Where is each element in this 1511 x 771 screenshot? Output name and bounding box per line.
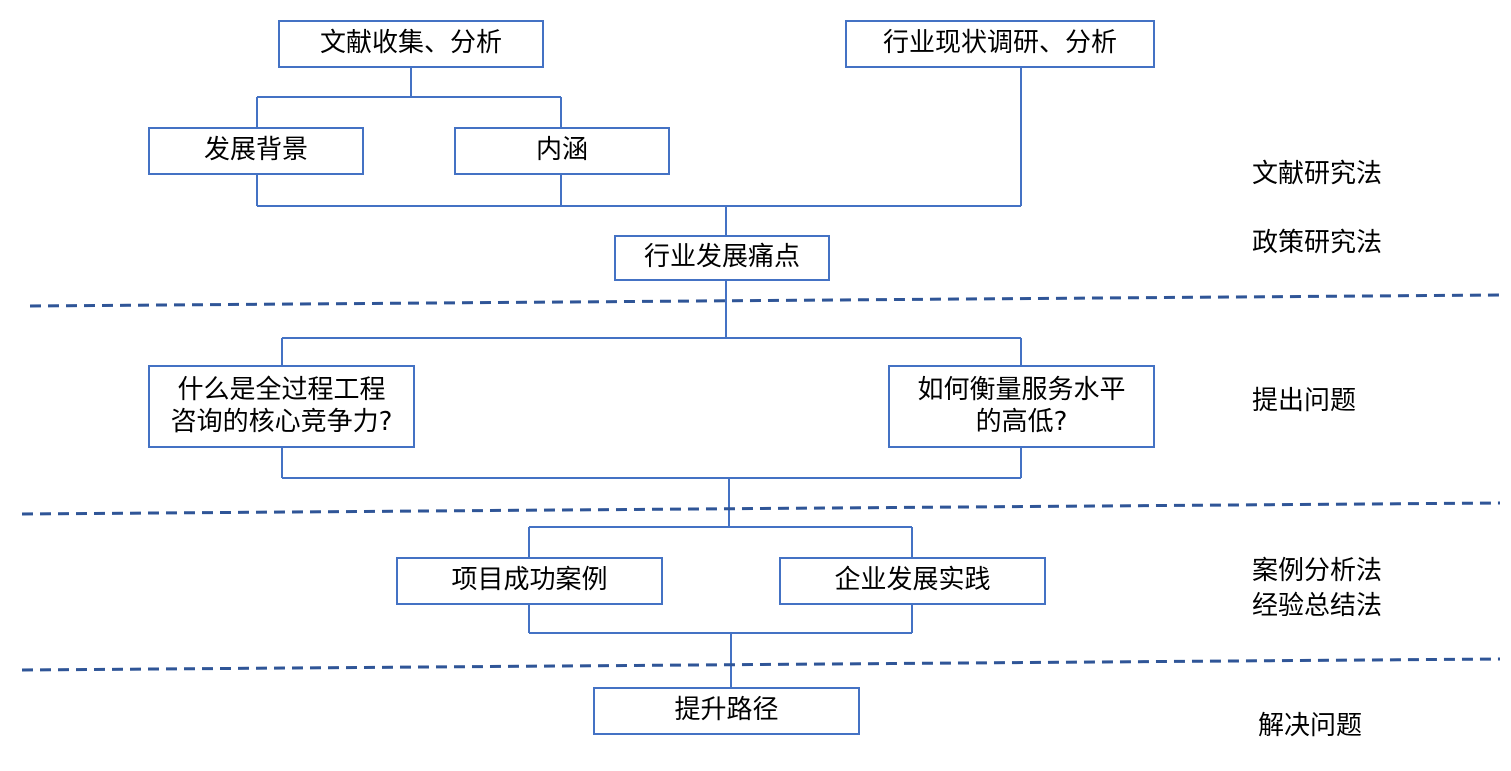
question-service-level-line1: 如何衡量服务水平 <box>917 374 1126 405</box>
stage-solve-problem: 解决问题 <box>1258 711 1363 741</box>
connector-lines <box>256 67 1022 688</box>
success-cases-box: 项目成功案例 <box>396 557 663 605</box>
question-service-level-box: 如何衡量服务水平 的高低? <box>888 365 1155 448</box>
method-experience-summary: 经验总结法 <box>1252 591 1383 621</box>
question-core-competitiveness-line1: 什么是全过程工程 <box>177 374 386 405</box>
method-policy-research: 政策研究法 <box>1252 228 1383 258</box>
question-core-competitiveness-text: 什么是全过程工程 咨询的核心竞争力? <box>171 375 393 438</box>
question-service-level-line2: 的高低? <box>975 406 1068 437</box>
connotation-label: 内涵 <box>535 135 588 166</box>
connector-questions-cases <box>281 447 1022 558</box>
improvement-path-label: 提升路径 <box>674 695 779 726</box>
connotation-box: 内涵 <box>454 127 670 175</box>
divider-line-3 <box>21 657 1501 672</box>
enterprise-practice-box: 企业发展实践 <box>779 557 1046 605</box>
background-box: 发展背景 <box>148 127 364 175</box>
method-literature-research: 文献研究法 <box>1252 159 1383 189</box>
method-case-analysis: 案例分析法 <box>1252 556 1383 586</box>
divider-line-1 <box>29 293 1501 308</box>
literature-label: 文献收集、分析 <box>319 28 502 59</box>
background-label: 发展背景 <box>203 135 308 166</box>
pain-points-label: 行业发展痛点 <box>643 242 800 273</box>
question-core-competitiveness-line2: 咨询的核心竞争力? <box>170 406 393 437</box>
literature-box: 文献收集、分析 <box>278 20 544 68</box>
question-core-competitiveness-box: 什么是全过程工程 咨询的核心竞争力? <box>148 365 415 448</box>
stage-raise-problem: 提出问题 <box>1252 386 1357 416</box>
enterprise-practice-label: 企业发展实践 <box>834 565 991 596</box>
improvement-path-box: 提升路径 <box>593 687 860 735</box>
connector-cases-path <box>528 604 913 688</box>
success-cases-label: 项目成功案例 <box>451 565 608 596</box>
connector-literature-split <box>256 67 562 128</box>
connector-merge-pain-points <box>256 67 1022 236</box>
divider-line-2 <box>21 501 1501 516</box>
industry-survey-box: 行业现状调研、分析 <box>845 20 1155 68</box>
industry-survey-label: 行业现状调研、分析 <box>882 28 1117 59</box>
pain-points-box: 行业发展痛点 <box>614 235 830 281</box>
question-service-level-text: 如何衡量服务水平 的高低? <box>917 375 1125 438</box>
connector-pain-points-questions <box>281 280 1022 366</box>
